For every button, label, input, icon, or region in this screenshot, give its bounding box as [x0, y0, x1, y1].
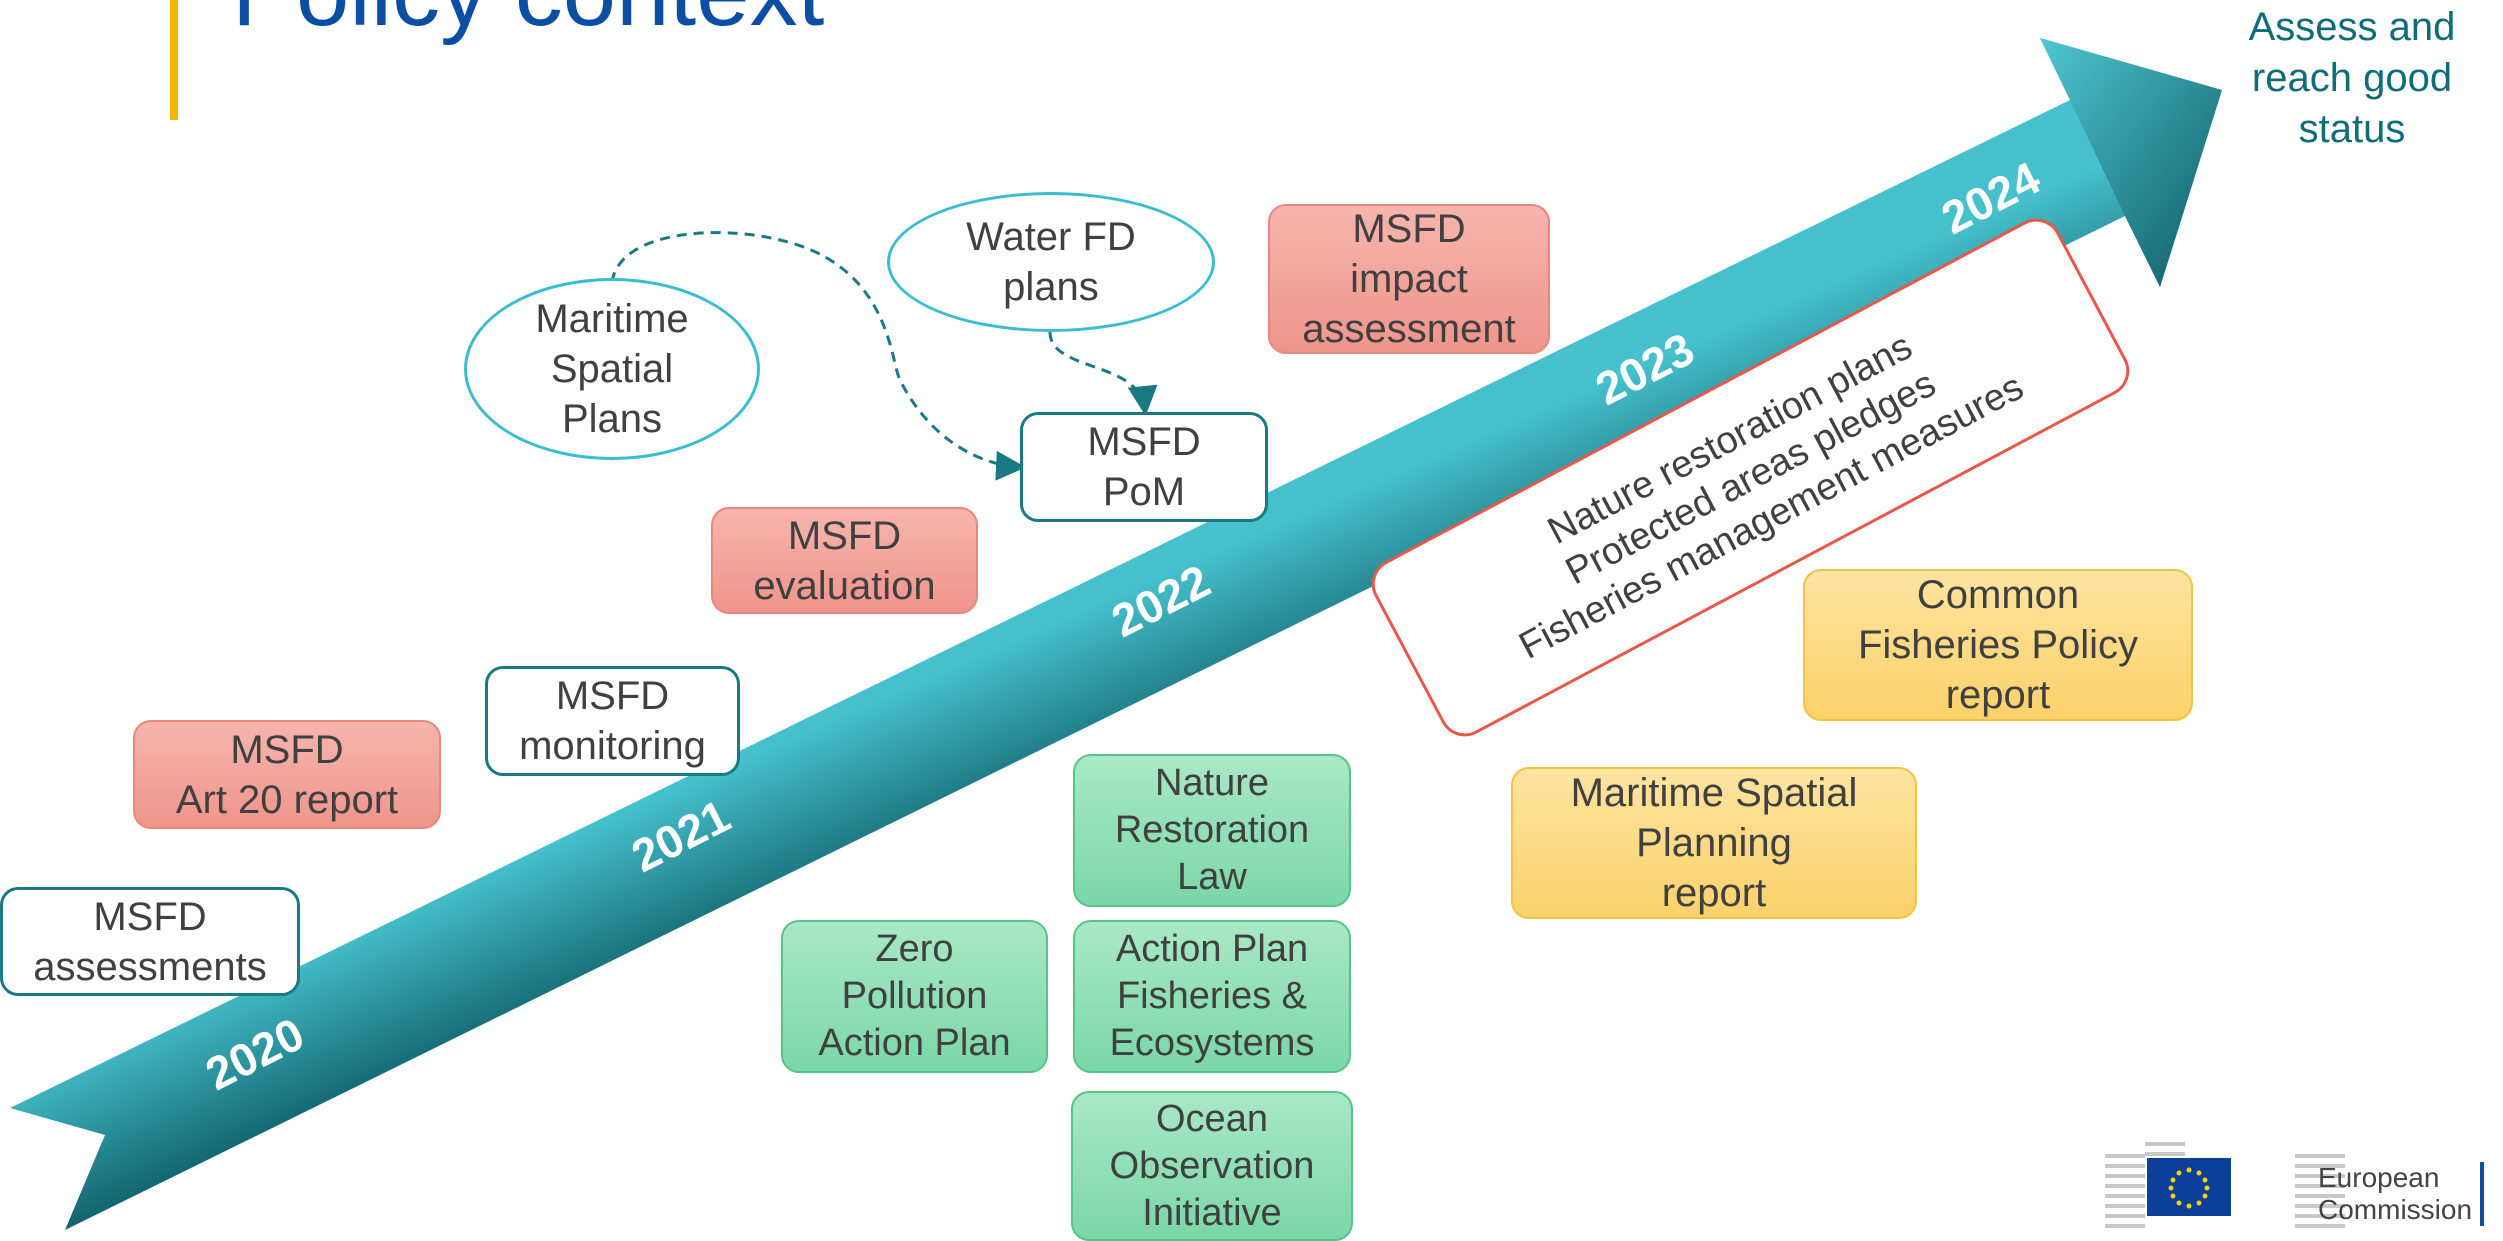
ocean-observation-box: Ocean Observation Initiative — [1071, 1091, 1353, 1241]
water-fd-plans-ellipse: Water FD plans — [887, 192, 1215, 332]
european-commission-logo — [2105, 1142, 2345, 1228]
timeline-arrow-head — [2040, 38, 2222, 287]
timeline-arrow — [10, 38, 2222, 1230]
goal-label: Assess and reach good status — [2248, 5, 2456, 151]
connector-msp-to-pom — [610, 231, 1026, 481]
title-accent-bar — [170, 0, 178, 120]
logo-divider — [2480, 1162, 2484, 1226]
logo-text: European Commission — [2318, 1162, 2473, 1225]
measures-box: Nature restoration plans Protected areas… — [1362, 208, 2139, 746]
zero-pollution-box: Zero Pollution Action Plan — [781, 920, 1048, 1073]
cfp-report-box: Common Fisheries Policy report — [1803, 569, 2193, 721]
msfd-pom-box: MSFD PoM — [1020, 412, 1268, 522]
msfd-impact-assessment-box: MSFD impact assessment — [1268, 204, 1550, 354]
action-plan-fisheries-box: Action Plan Fisheries & Ecosystems — [1073, 920, 1351, 1073]
page-title: Policy context — [232, 0, 824, 48]
msfd-monitoring-box: MSFD monitoring — [485, 666, 740, 776]
msp-plans-ellipse: Maritime Spatial Plans — [464, 278, 760, 460]
msfd-art20-box: MSFD Art 20 report — [133, 720, 441, 829]
eu-stars-icon — [2168, 1167, 2210, 1209]
nature-restoration-law-box: Nature Restoration Law — [1073, 754, 1351, 907]
msfd-assessments-box: MSFD assessments — [0, 887, 300, 996]
msfd-evaluation-box: MSFD evaluation — [711, 507, 978, 614]
connector-waterfd-to-pom — [1048, 331, 1158, 416]
msp-report-box: Maritime Spatial Planning report — [1511, 767, 1917, 919]
